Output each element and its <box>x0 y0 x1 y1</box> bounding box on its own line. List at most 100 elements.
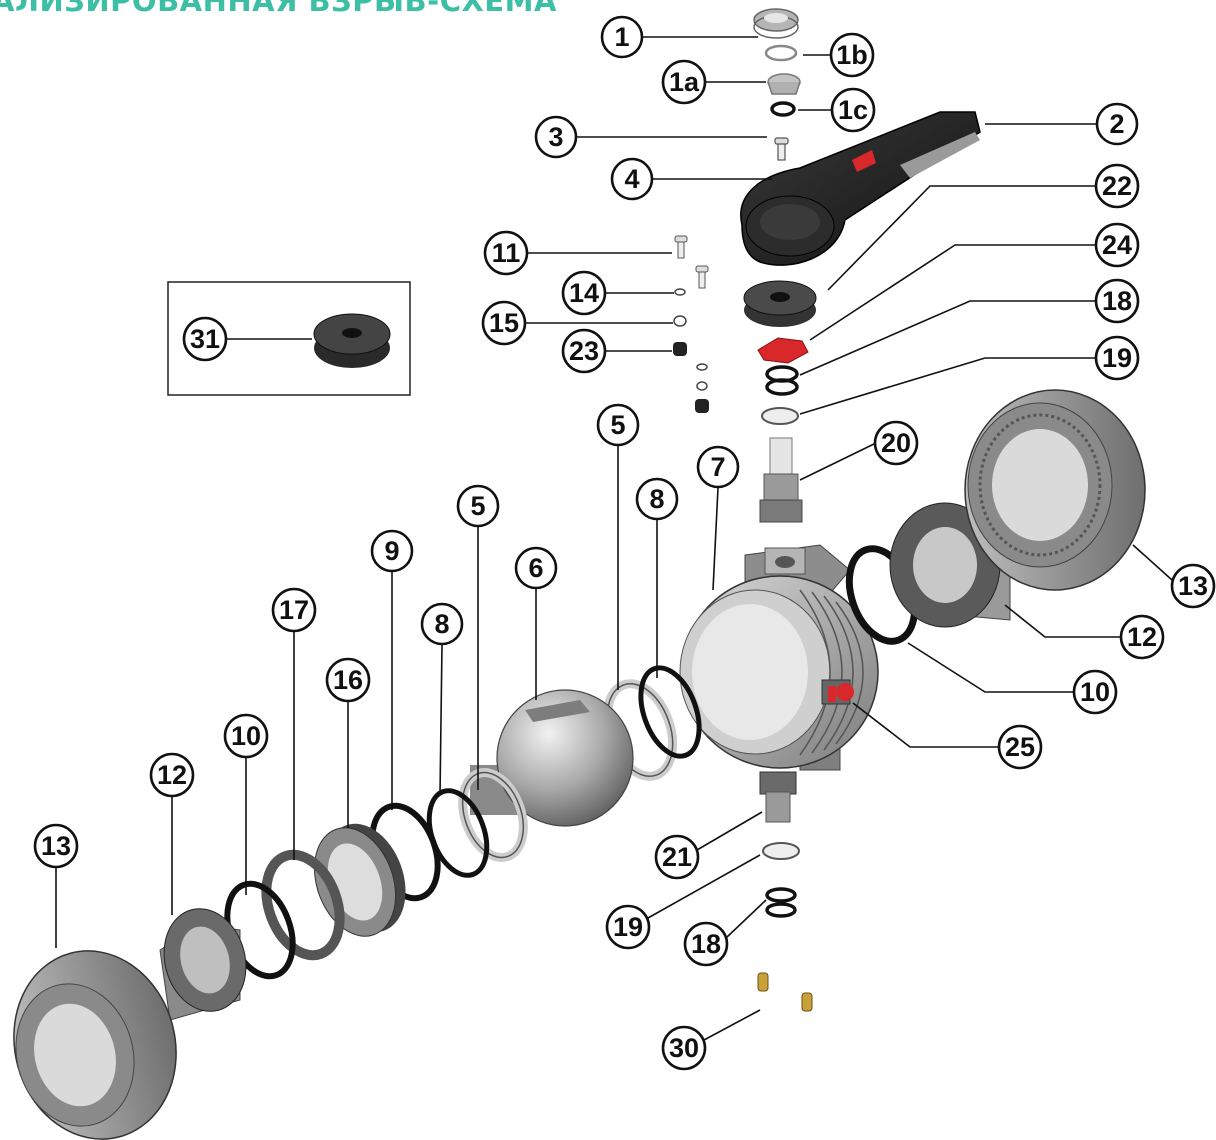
callout-label: 1a <box>669 67 700 97</box>
callout-label: 1c <box>838 95 868 125</box>
callout-8a: 8 <box>635 477 679 678</box>
callout-circle <box>635 477 679 521</box>
callout-circle <box>370 529 414 573</box>
part-22-flange <box>743 280 817 327</box>
parts-layer <box>13 8 1146 1140</box>
part-17-ring <box>261 849 345 961</box>
callout-23: 23 <box>561 328 672 374</box>
callout-label: 12 <box>1127 622 1157 652</box>
callout-6: 6 <box>514 546 558 700</box>
callout-circle <box>1170 563 1216 609</box>
callout-label: 20 <box>881 428 911 458</box>
callout-label: 8 <box>434 609 449 639</box>
leader-line <box>712 487 719 591</box>
diagram-title: АЛИЗИРОВАННАЯ ВЗРЫВ-СХЕМА <box>0 0 557 18</box>
callout-circle <box>1094 335 1140 381</box>
callout-circle <box>420 602 464 646</box>
callout-20: 20 <box>799 420 919 481</box>
callout-circle <box>1094 163 1140 209</box>
part-16-carrier <box>313 823 406 937</box>
callout-label: 7 <box>710 452 725 482</box>
callout-label: 31 <box>190 324 220 354</box>
callout-circle <box>600 15 644 59</box>
callout-1c: 1c <box>798 87 876 133</box>
part-20-stem <box>759 437 803 523</box>
part-1-cap <box>753 8 799 39</box>
callout-5b: 5 <box>456 484 500 790</box>
callout-label: 12 <box>157 760 187 790</box>
part-2-handle <box>740 111 981 266</box>
callout-12b: 12 <box>1004 604 1165 660</box>
part-13-nut-right <box>964 389 1146 591</box>
callout-circle <box>534 115 578 159</box>
callout-21: 21 <box>654 811 763 880</box>
callout-circle <box>561 270 607 316</box>
callout-circle <box>829 32 875 78</box>
part-6-ball <box>470 689 634 827</box>
callout-label: 8 <box>649 484 664 514</box>
callout-31: 31 <box>182 316 312 362</box>
callout-label: 13 <box>1178 571 1208 601</box>
callout-circle <box>1119 614 1165 660</box>
callout-circle <box>481 300 527 346</box>
leader-line <box>703 1009 761 1041</box>
part-21-bottom-stem <box>759 771 797 823</box>
callout-label: 10 <box>231 721 261 751</box>
callout-19a: 19 <box>799 335 1140 415</box>
callout-12a: 12 <box>149 752 195 915</box>
leader-line <box>799 300 1097 376</box>
callout-9: 9 <box>370 529 414 810</box>
part-24-gasket <box>757 337 809 364</box>
callout-25: 25 <box>852 702 1043 770</box>
callout-label: 21 <box>662 842 692 872</box>
part-13-nut-left <box>13 950 177 1140</box>
callout-label: 6 <box>528 553 543 583</box>
callout-circle <box>873 420 919 466</box>
callout-circle <box>182 316 228 362</box>
part-18-orings-bottom <box>765 887 797 918</box>
callout-label: 4 <box>624 164 639 194</box>
callout-14: 14 <box>561 270 674 316</box>
callout-24: 24 <box>809 222 1140 341</box>
callout-2: 2 <box>985 102 1139 146</box>
callout-10b: 10 <box>907 642 1118 715</box>
leader-line <box>647 854 761 919</box>
part-1c-oring <box>770 101 796 117</box>
callout-label: 19 <box>1102 343 1132 373</box>
callout-label: 14 <box>569 278 599 308</box>
leader-line <box>809 244 1097 341</box>
part-3-screw <box>774 137 789 161</box>
callout-label: 3 <box>548 122 563 152</box>
callout-label: 1b <box>836 40 868 70</box>
callout-circle <box>661 1025 707 1071</box>
callout-1a: 1a <box>661 59 766 105</box>
callout-label: 24 <box>1102 230 1132 260</box>
part-12-end-left <box>159 908 247 1021</box>
part-12-end-right <box>889 502 1011 628</box>
callout-circle <box>683 921 729 967</box>
callout-4: 4 <box>610 157 772 201</box>
callout-label: 19 <box>613 912 643 942</box>
callout-5a: 5 <box>596 403 640 690</box>
callout-circle <box>596 403 640 447</box>
callout-circle <box>561 328 607 374</box>
callout-30: 30 <box>661 1009 761 1071</box>
callout-circle <box>1095 102 1139 146</box>
callout-3: 3 <box>534 115 767 159</box>
callout-17: 17 <box>271 587 317 860</box>
leader-line <box>827 185 1097 291</box>
callout-label: 18 <box>691 929 721 959</box>
leader-line <box>1004 604 1121 638</box>
part-18-orings-top <box>765 365 799 396</box>
leader-line <box>907 642 1074 693</box>
callout-label: 5 <box>470 491 485 521</box>
callout-label: 16 <box>333 665 363 695</box>
callout-label: 15 <box>489 308 519 338</box>
callout-circle <box>1094 222 1140 268</box>
callout-19b: 19 <box>605 854 761 950</box>
leader-line <box>852 702 999 748</box>
callout-label: 22 <box>1102 171 1132 201</box>
callout-10a: 10 <box>223 713 269 895</box>
